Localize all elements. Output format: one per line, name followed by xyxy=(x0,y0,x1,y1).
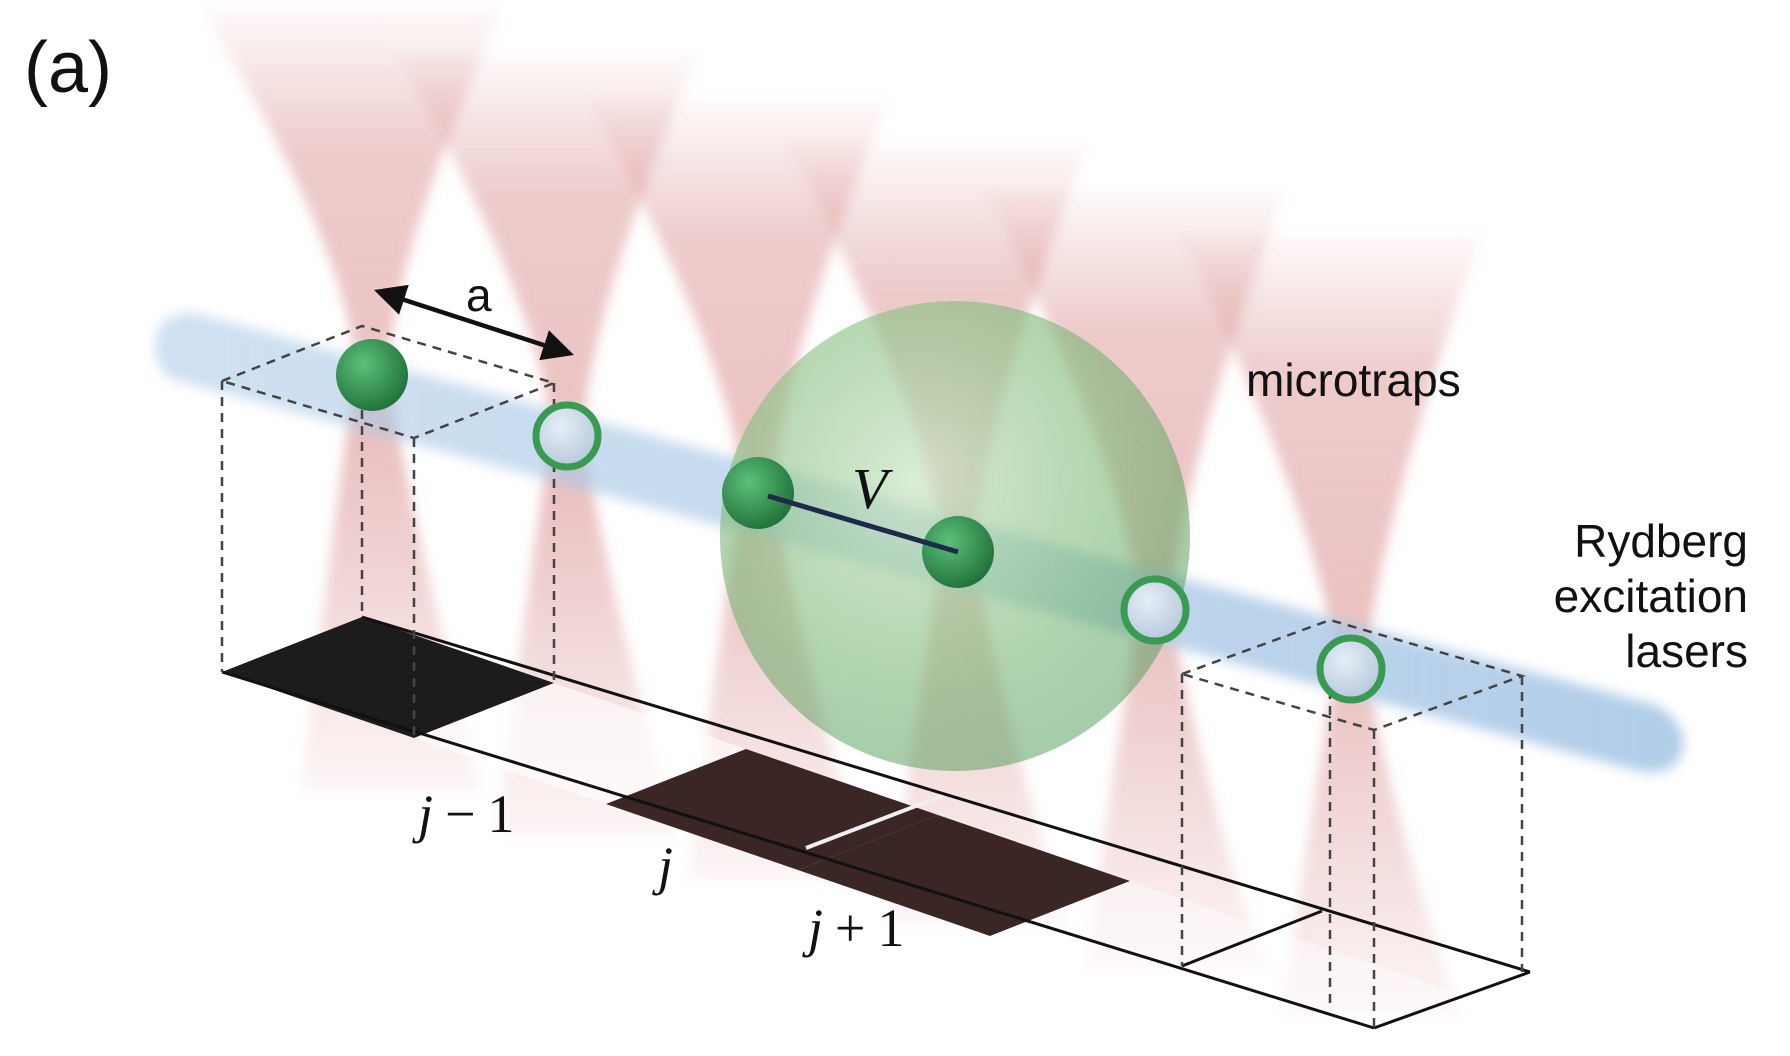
site-grid-floor xyxy=(221,615,1531,1056)
microtrap-beam xyxy=(202,10,502,790)
floor-cell-6 xyxy=(1182,947,1514,1056)
atom-ground xyxy=(532,401,602,471)
floor-cell-2 xyxy=(414,683,746,804)
floor-cell-1 xyxy=(222,617,554,738)
microtrap-beam xyxy=(397,55,697,835)
unit-cell-right xyxy=(1177,618,1527,1028)
floor-cell-4 xyxy=(798,815,1130,936)
microtrap-beam xyxy=(985,190,1285,970)
floor-cell-3 xyxy=(606,749,938,870)
unit-cell-left-top xyxy=(218,324,558,440)
site-label-j: j xyxy=(652,836,673,896)
atom-ground xyxy=(1120,575,1190,645)
lasers-label-line1: Rydberg xyxy=(1574,515,1748,567)
microtraps-label: microtraps xyxy=(1246,354,1461,406)
atom-ground xyxy=(1316,634,1386,704)
panel-label: (a) xyxy=(24,28,112,108)
site-label-j-minus-1: j−1 xyxy=(412,784,514,844)
lasers-label-line3: lasers xyxy=(1625,625,1748,677)
floor-end-edge xyxy=(1373,970,1531,1030)
interaction-line xyxy=(767,493,959,555)
floor-divider xyxy=(1181,909,1323,968)
spacing-label: a xyxy=(466,269,492,321)
floor-back-edge xyxy=(361,615,1531,974)
atom-rydberg xyxy=(722,457,794,529)
lasers-label-line2: excitation xyxy=(1554,570,1748,622)
atom-rydberg xyxy=(336,339,408,411)
site-label-j-plus-1: j+1 xyxy=(802,898,904,958)
floor-white-divider xyxy=(805,794,943,850)
spacing-arrow xyxy=(374,284,574,361)
atoms xyxy=(336,339,1386,704)
floor-cell-5 xyxy=(990,881,1322,1002)
interaction-label: V xyxy=(852,456,894,521)
